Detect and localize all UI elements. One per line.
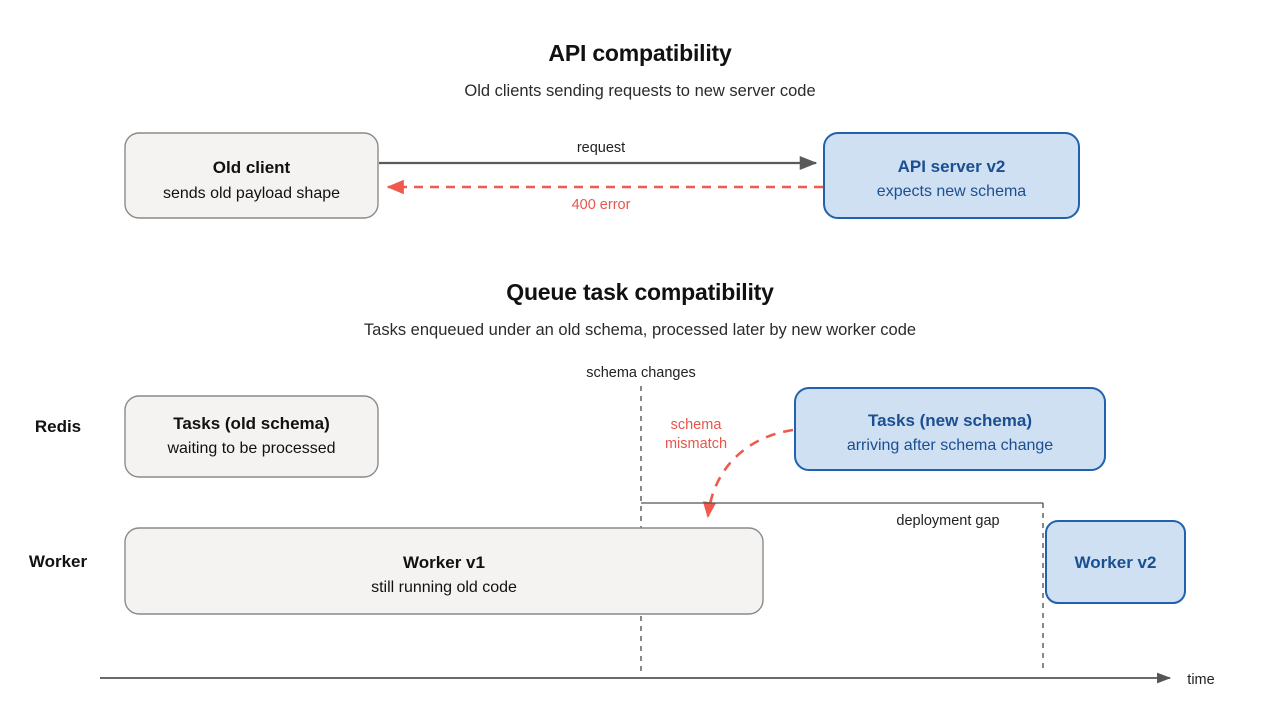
lane-label-worker: Worker xyxy=(29,552,88,571)
schema-mismatch-label-line1: schema xyxy=(671,417,723,433)
request-label: request xyxy=(577,140,625,156)
section-2-title: Queue task compatibility xyxy=(506,279,774,305)
error-label: 400 error xyxy=(572,197,631,213)
worker-v1-box xyxy=(124,527,764,615)
old-client-title: Old client xyxy=(213,158,291,177)
tasks-old-schema-box xyxy=(124,395,379,478)
error-edge: 400 error xyxy=(386,179,823,213)
schema-changes-marker: schema changes xyxy=(586,365,696,672)
section-1-subtitle: Old clients sending requests to new serv… xyxy=(464,82,815,100)
worker-v1-title: Worker v1 xyxy=(403,553,485,572)
tasks-old-schema-title: Tasks (old schema) xyxy=(173,414,330,433)
old-client-box xyxy=(124,132,379,219)
tasks-new-schema-title: Tasks (new schema) xyxy=(868,411,1032,430)
old-client-subtitle: sends old payload shape xyxy=(163,185,340,202)
section-1-title: API compatibility xyxy=(548,40,732,66)
tasks-new-schema-subtitle: arriving after schema change xyxy=(847,437,1053,454)
tasks-old-schema-subtitle: waiting to be processed xyxy=(166,440,335,457)
api-server-v2-title: API server v2 xyxy=(898,157,1006,176)
api-server-v2-node: API server v2 expects new schema xyxy=(823,132,1080,219)
worker-v2-title: Worker v2 xyxy=(1075,553,1157,572)
old-client-node: Old client sends old payload shape xyxy=(124,132,379,219)
worker-v1-subtitle: still running old code xyxy=(371,579,517,596)
schema-mismatch-arrow: schema mismatch xyxy=(665,417,794,519)
lane-label-redis: Redis xyxy=(35,417,81,436)
worker-v2-node: Worker v2 xyxy=(1045,520,1186,604)
worker-v2-box xyxy=(1045,520,1186,604)
schema-changes-label: schema changes xyxy=(586,365,696,381)
time-axis: time xyxy=(100,672,1215,688)
api-server-v2-box xyxy=(823,132,1080,219)
api-server-v2-subtitle: expects new schema xyxy=(877,183,1027,200)
deployment-gap-label: deployment gap xyxy=(896,513,999,529)
tasks-new-schema-box xyxy=(794,387,1106,471)
deployment-gap-bracket: deployment gap xyxy=(641,502,1043,529)
schema-mismatch-label-line2: mismatch xyxy=(665,436,727,452)
schema-mismatch-path xyxy=(702,428,794,519)
section-2-subtitle: Tasks enqueued under an old schema, proc… xyxy=(364,321,916,339)
tasks-old-schema-node: Tasks (old schema) waiting to be process… xyxy=(124,395,379,478)
time-axis-label: time xyxy=(1187,672,1214,688)
worker-v1-node: Worker v1 still running old code xyxy=(124,527,764,615)
tasks-new-schema-node: Tasks (new schema) arriving after schema… xyxy=(794,387,1106,471)
request-edge: request xyxy=(379,140,818,171)
